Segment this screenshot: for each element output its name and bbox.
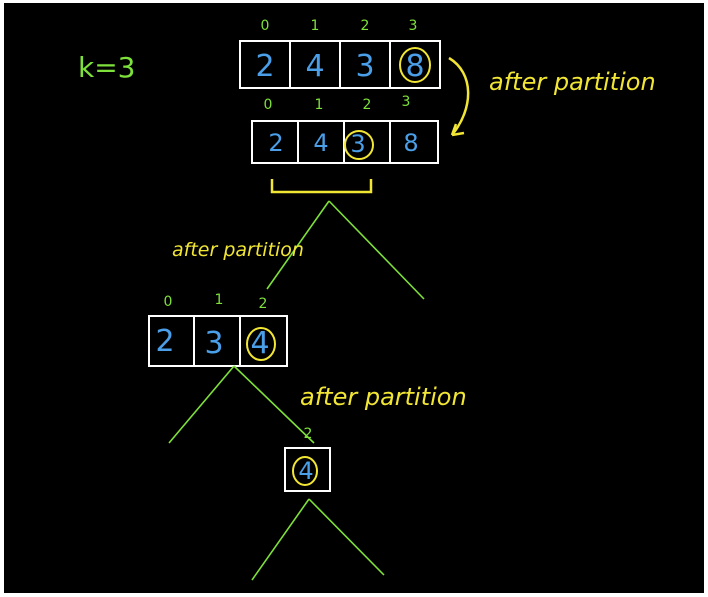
annotation-after-partition-3: after partition bbox=[300, 383, 467, 411]
index-label: 2 bbox=[363, 97, 372, 113]
cell-value: 2 bbox=[268, 129, 283, 157]
index-label: 2 bbox=[361, 18, 370, 34]
tree-branch-right bbox=[308, 498, 385, 576]
index-label: 0 bbox=[261, 18, 270, 34]
cell-value: 3 bbox=[204, 326, 223, 361]
index-label: 1 bbox=[215, 292, 224, 308]
index-label: 0 bbox=[164, 294, 173, 310]
cell-value: 4 bbox=[298, 457, 313, 485]
single-element-array: 2 4 bbox=[284, 426, 331, 492]
pivot-circle bbox=[399, 47, 431, 83]
partition-arrow bbox=[448, 56, 470, 136]
pivot-circle bbox=[344, 130, 374, 160]
annotation-after-partition-2: after partition bbox=[172, 239, 304, 261]
index-label: 3 bbox=[409, 18, 418, 34]
left-subarray: 0 1 2 2 3 4 bbox=[148, 292, 288, 367]
cell-value: 2 bbox=[155, 324, 174, 359]
index-label: 2 bbox=[304, 426, 313, 442]
tree-branch-left bbox=[168, 365, 235, 444]
cell-value: 8 bbox=[403, 129, 418, 157]
cell-value: 3 bbox=[355, 49, 374, 84]
index-label: 3 bbox=[402, 94, 411, 110]
index-label: 1 bbox=[315, 97, 324, 113]
initial-array: 0 1 2 3 2 4 3 8 bbox=[239, 18, 441, 89]
cell-value: 3 bbox=[350, 130, 365, 158]
pivot-circle bbox=[292, 456, 318, 486]
k-label: k=3 bbox=[78, 51, 136, 84]
array-box bbox=[284, 447, 331, 492]
tree-branch-right bbox=[233, 365, 315, 444]
array-box bbox=[148, 315, 288, 367]
cell-value: 4 bbox=[250, 326, 269, 361]
partitioned-array: 0 1 2 3 2 4 3 8 bbox=[251, 94, 439, 164]
tree-branch-right bbox=[328, 200, 425, 300]
index-label: 0 bbox=[264, 97, 273, 113]
cell-value: 4 bbox=[305, 49, 324, 84]
arrow-head bbox=[450, 123, 465, 137]
index-label: 2 bbox=[259, 296, 268, 312]
tree-branch-left bbox=[251, 498, 310, 581]
tree-branch-left bbox=[266, 200, 330, 290]
left-partition-bracket bbox=[270, 179, 373, 194]
quickselect-diagram: k=3 0 1 2 3 2 4 3 8 after partition 0 1 … bbox=[78, 18, 656, 581]
cell-value: 8 bbox=[405, 49, 424, 84]
index-label: 1 bbox=[311, 18, 320, 34]
whiteboard-canvas: k=3 0 1 2 3 2 4 3 8 after partition 0 1 … bbox=[4, 3, 704, 593]
pivot-circle bbox=[246, 327, 276, 361]
cell-value: 2 bbox=[255, 49, 274, 84]
annotation-after-partition-1: after partition bbox=[489, 68, 656, 96]
cell-value: 4 bbox=[313, 129, 328, 157]
